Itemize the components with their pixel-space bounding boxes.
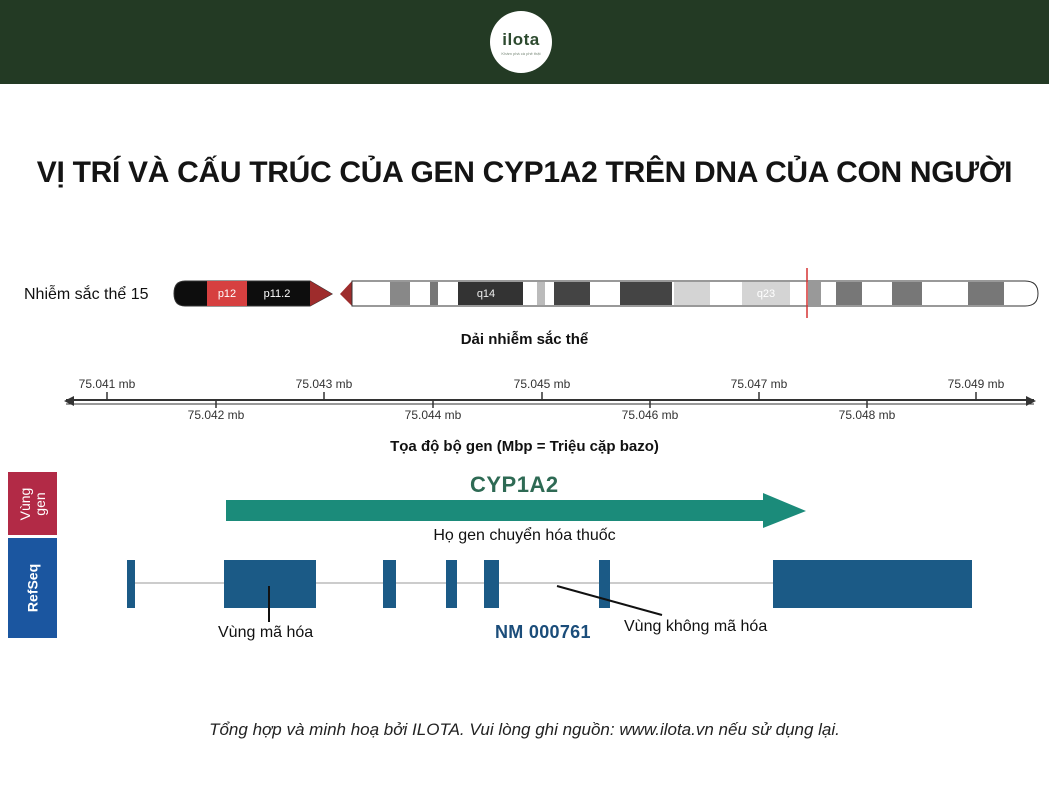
centromere-q	[340, 281, 352, 306]
gene-name: CYP1A2	[470, 472, 559, 497]
chromosome-p-arm	[173, 280, 334, 307]
tick-label-upper-4: 75.047 mb	[730, 377, 788, 391]
tick-label-upper-5: 75.049 mb	[947, 377, 1005, 391]
ilota-logo[interactable]: ilota Khám phá cà phê thật	[490, 11, 552, 73]
exon-7	[773, 560, 972, 608]
tick-label-lower-3: 75.046 mb	[621, 408, 679, 422]
track-label-refseq: RefSeq	[8, 538, 57, 638]
band-q-9	[892, 282, 922, 305]
exon-5	[484, 560, 499, 608]
band-q-6	[674, 282, 710, 305]
band-label-p11-2: p11.2	[263, 288, 291, 300]
band-q23	[742, 282, 790, 305]
band-p12	[207, 281, 247, 306]
coding-region-label: Vùng mã hóa	[218, 624, 314, 641]
exon-4	[446, 560, 457, 608]
logo-tagline: Khám phá cà phê thật	[501, 51, 541, 56]
track-label-gene: Vùng gen	[8, 472, 57, 535]
exon-3	[383, 560, 396, 608]
band-q-1	[390, 282, 410, 305]
band-q-7	[808, 282, 821, 305]
band-q-8	[836, 282, 862, 305]
page-title: VỊ TRÍ VÀ CẤU TRÚC CỦA GEN CYP1A2 TRÊN D…	[36, 156, 1013, 189]
chromosome-caption: Dải nhiễm sắc thể	[460, 331, 589, 348]
band-q14	[458, 282, 523, 305]
chromosome-label: Nhiễm sắc thể 15	[24, 286, 149, 303]
exon-1	[127, 560, 135, 608]
band-q-3	[537, 282, 545, 305]
logo-text: ilota	[502, 30, 540, 49]
tick-label-upper-2: 75.043 mb	[295, 377, 353, 391]
band-q-4	[554, 282, 590, 305]
track-label-refseq-text: RefSeq	[24, 563, 40, 613]
track-label-gene-text: Vùng gen	[16, 487, 48, 520]
coordinate-axis	[64, 392, 1036, 408]
band-q-10	[968, 282, 1004, 305]
gene-family-label: Họ gen chuyển hóa thuốc	[433, 527, 616, 544]
transcript-id: NM 000761	[495, 622, 591, 642]
coordinates-caption: Tọa độ bộ gen (Mbp = Triệu cặp bazo)	[390, 438, 659, 455]
noncoding-region-label: Vùng không mã hóa	[624, 618, 768, 635]
footnote: Tổng hợp và minh hoạ bởi ILOTA. Vui lòng…	[209, 720, 840, 739]
band-label-p12: p12	[217, 288, 237, 300]
track-gene-box	[8, 472, 57, 535]
exon-6	[599, 560, 610, 608]
chromosome-ideogram	[173, 268, 1039, 318]
band-label-q14: q14	[476, 288, 496, 300]
noncoding-pointer	[556, 585, 663, 616]
tick-label-upper-1: 75.041 mb	[78, 377, 136, 391]
header-bar: ilota Khám phá cà phê thật	[0, 0, 1049, 84]
band-label-q23: q23	[756, 288, 776, 300]
tick-label-lower-1: 75.042 mb	[187, 408, 245, 422]
band-q-5	[620, 282, 672, 305]
band-q-2	[430, 282, 438, 305]
tick-label-upper-3: 75.045 mb	[513, 377, 571, 391]
centromere-p	[310, 281, 332, 306]
track-refseq-box	[8, 538, 57, 638]
gene-arrow	[226, 493, 806, 528]
tick-label-lower-2: 75.044 mb	[404, 408, 462, 422]
transcript-model	[127, 560, 972, 622]
tick-label-lower-4: 75.048 mb	[838, 408, 896, 422]
